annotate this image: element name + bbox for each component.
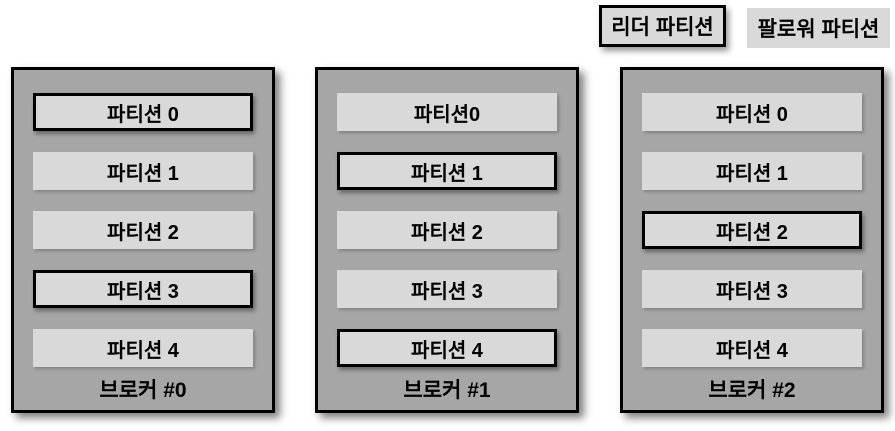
broker-box-0: 파티션 0 파티션 1 파티션 2 파티션 3 파티션 4 브로커 #0 xyxy=(11,67,275,413)
partition-list: 파티션 0 파티션 1 파티션 2 파티션 3 파티션 4 xyxy=(623,70,881,367)
partition-row: 파티션 4 xyxy=(642,329,862,367)
partition-row: 파티션 3 xyxy=(642,270,862,308)
partition-row: 파티션 2 xyxy=(337,211,557,249)
broker-box-1: 파티션0 파티션 1 파티션 2 파티션 3 파티션 4 브로커 #1 xyxy=(315,67,579,413)
partition-row: 파티션 4 xyxy=(337,329,557,367)
partition-row: 파티션0 xyxy=(337,93,557,131)
broker-box-2: 파티션 0 파티션 1 파티션 2 파티션 3 파티션 4 브로커 #2 xyxy=(620,67,884,413)
partition-row: 파티션 1 xyxy=(642,152,862,190)
partition-list: 파티션0 파티션 1 파티션 2 파티션 3 파티션 4 xyxy=(318,70,576,367)
broker-label: 브로커 #0 xyxy=(99,379,187,402)
partition-row: 파티션 2 xyxy=(33,211,253,249)
legend-follower-partition: 팔로워 파티션 xyxy=(747,8,890,48)
partition-row: 파티션 3 xyxy=(33,270,253,308)
partition-row: 파티션 1 xyxy=(337,152,557,190)
legend-leader-partition: 리더 파티션 xyxy=(599,5,726,47)
partition-row: 파티션 4 xyxy=(33,329,253,367)
partition-row: 파티션 0 xyxy=(33,93,253,131)
partition-row: 파티션 1 xyxy=(33,152,253,190)
partition-list: 파티션 0 파티션 1 파티션 2 파티션 3 파티션 4 xyxy=(14,70,272,367)
partition-row: 파티션 3 xyxy=(337,270,557,308)
broker-label: 브로커 #1 xyxy=(403,379,491,402)
partition-row: 파티션 2 xyxy=(642,211,862,249)
partition-row: 파티션 0 xyxy=(642,93,862,131)
broker-label: 브로커 #2 xyxy=(708,379,796,402)
